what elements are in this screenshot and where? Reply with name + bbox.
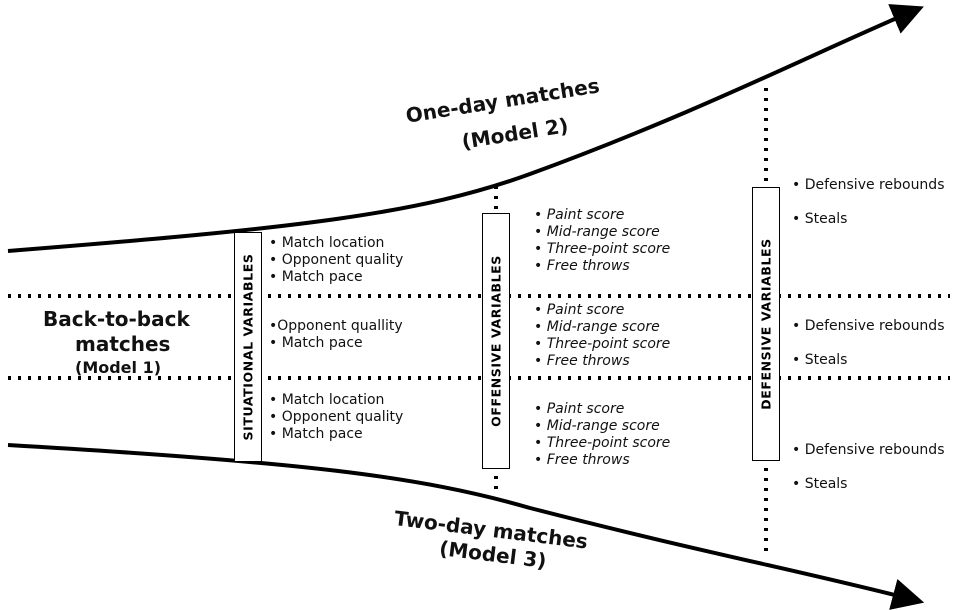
situational-list-bottom: • Match location • Opponent quality • Ma… bbox=[269, 392, 403, 443]
defensive-bottom-steals: • Steals bbox=[792, 476, 848, 492]
situational-variables-label: SITUATIONAL VARIABLES bbox=[240, 253, 256, 441]
list-item: • Free throws bbox=[534, 258, 630, 274]
title-back-to-back: Back-to-back bbox=[43, 307, 190, 331]
offensive-list-bottom: • Paint score • Mid-range score • Three-… bbox=[534, 401, 670, 469]
situational-list-middle: •Opponent quallity • Match pace bbox=[269, 318, 403, 352]
defensive-variables-box: DEFENSIVE VARIABLES bbox=[752, 187, 780, 461]
list-item: • Match pace bbox=[269, 335, 363, 351]
defensive-middle-steals: • Steals bbox=[792, 352, 848, 368]
defensive-top-rebounds: • Defensive rebounds bbox=[792, 177, 945, 193]
list-item: •Opponent quallity bbox=[269, 318, 403, 334]
upper-curve-arrow bbox=[7, 4, 924, 253]
lower-curve-arrow bbox=[7, 443, 925, 610]
defensive-variables-label: DEFENSIVE VARIABLES bbox=[758, 238, 774, 410]
situational-variables-box: SITUATIONAL VARIABLES bbox=[234, 232, 262, 462]
list-item: • Three-point score bbox=[534, 435, 671, 451]
offensive-variables-box: OFFENSIVE VARIABLES bbox=[482, 213, 510, 469]
list-item: • Free throws bbox=[534, 353, 630, 369]
list-item: • Free throws bbox=[534, 452, 630, 468]
situational-list-top: • Match location • Opponent quality • Ma… bbox=[269, 235, 403, 286]
title-back-model: (Model 1) bbox=[75, 358, 162, 377]
defensive-middle-rebounds: • Defensive rebounds bbox=[792, 318, 945, 334]
list-item: • Mid-range score bbox=[534, 224, 660, 240]
list-item: • Opponent quality bbox=[269, 409, 404, 425]
offensive-list-middle: • Paint score • Mid-range score • Three-… bbox=[534, 302, 670, 370]
defensive-top-steals: • Steals bbox=[792, 211, 848, 227]
title-back-matches: matches bbox=[75, 332, 171, 356]
list-item: • Match location bbox=[269, 392, 385, 408]
offensive-list-top: • Paint score • Mid-range score • Three-… bbox=[534, 207, 670, 275]
list-item: • Paint score bbox=[534, 302, 625, 318]
offensive-variables-label: OFFENSIVE VARIABLES bbox=[488, 255, 504, 427]
list-item: • Opponent quality bbox=[269, 252, 404, 268]
list-item: • Paint score bbox=[534, 207, 625, 223]
defensive-bottom-rebounds: • Defensive rebounds bbox=[792, 442, 945, 458]
list-item: • Paint score bbox=[534, 401, 625, 417]
list-item: • Three-point score bbox=[534, 336, 671, 352]
list-item: • Match location bbox=[269, 235, 385, 251]
list-item: • Mid-range score bbox=[534, 319, 660, 335]
list-item: • Match pace bbox=[269, 426, 363, 442]
list-item: • Match pace bbox=[269, 269, 363, 285]
list-item: • Mid-range score bbox=[534, 418, 660, 434]
list-item: • Three-point score bbox=[534, 241, 671, 257]
